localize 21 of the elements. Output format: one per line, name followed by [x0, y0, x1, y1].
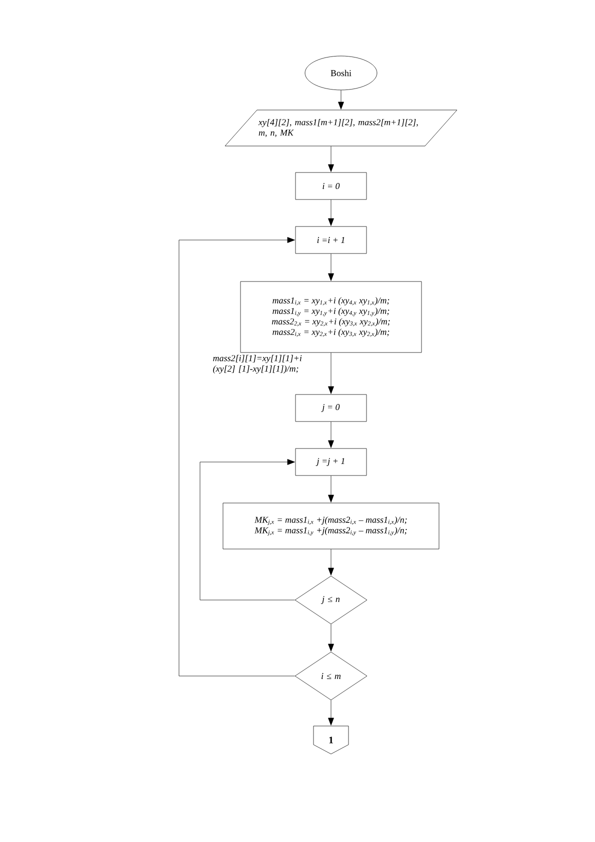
arrow — [328, 476, 334, 502]
arrow — [328, 549, 334, 576]
process-box: j = 0 — [295, 394, 367, 422]
arrow — [328, 422, 334, 448]
formula-note: mass2[i][1]=xy[1][1]+i (xy[2] [1]-xy[1][1])/m; — [213, 354, 302, 374]
arrow — [328, 624, 334, 652]
arrow — [338, 90, 344, 110]
arrow — [328, 146, 334, 172]
process-box: i = 0 — [295, 172, 367, 200]
arrow — [328, 200, 334, 226]
off-page-connector: 1 — [313, 726, 349, 754]
process-box: i =i + 1 — [295, 226, 367, 254]
arrow — [328, 700, 334, 726]
arrow — [200, 459, 295, 600]
arrow — [328, 254, 334, 281]
process-box: MK$_{j,x}$ = mass1$_{i,x}$ +j(mass2$_{i,x}$ – mass1$_{i,x}$)/n; MK$_{j,x}$ = mass1$_{i,y}$ +j(mass2$_{i,y}$ – mass1$_{i,y}$)/n; — [222, 502, 440, 550]
process-box: j =j + 1 — [295, 448, 367, 476]
arrow — [178, 237, 295, 676]
process-box: mass1$_{i,x}$ = xy$_{1,x}$+i (xy$_{4,x}$ xy$_{1,x}$)/m; mass1$_{i,y}$ = xy$_{1,y}$+i (xy$_{4,y}$ xy$_{1,y}$)/m; mass2$_{2,x}$ = xy$_{2,x}$+i (xy$_{3,x}$ xy$_{2,x}$)/m; mass2$_{i,x}$ = xy$_{2,x}$+i (xy$_{3,x}$ xy$_{2,x}$)/m; — [240, 281, 422, 353]
arrow — [328, 352, 334, 394]
input-parallelogram: xy[4][2], mass1[m+1][2], mass2[m+1][2], m, n, MK — [224, 110, 458, 146]
